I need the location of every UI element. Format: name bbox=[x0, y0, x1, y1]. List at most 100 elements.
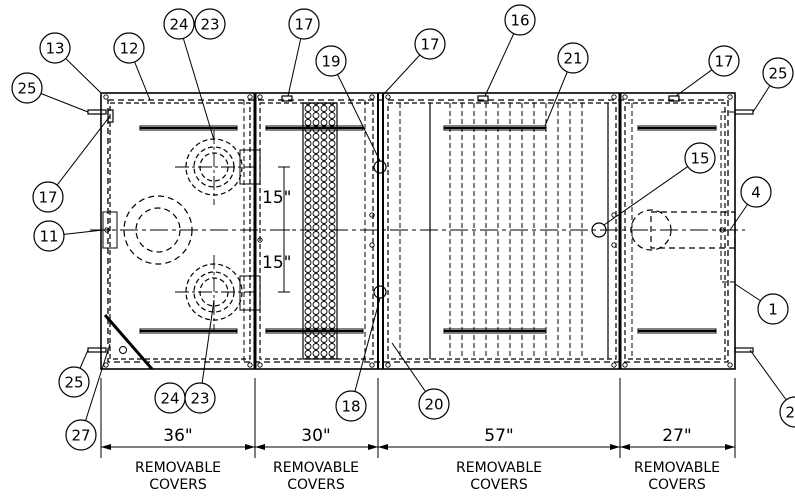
callout-bubble bbox=[32, 181, 64, 213]
callout-leader bbox=[201, 299, 215, 384]
section-3-components bbox=[387, 102, 617, 360]
callout-leader bbox=[354, 297, 381, 392]
callout-number: 21 bbox=[563, 50, 582, 68]
callout-number: 25 bbox=[64, 374, 83, 392]
callout-number: 4 bbox=[751, 184, 761, 202]
callout-bubble bbox=[779, 396, 795, 428]
section-1-components bbox=[102, 100, 261, 370]
dimension-arrows bbox=[101, 444, 735, 450]
dimension-lines bbox=[100, 378, 736, 458]
callout-bubble bbox=[33, 220, 65, 252]
callout-leader bbox=[182, 38, 215, 141]
callout-number: 17 bbox=[714, 53, 733, 71]
callout-number: 18 bbox=[341, 398, 360, 416]
callout-bubble bbox=[288, 8, 320, 40]
callout-number: 15 bbox=[690, 150, 709, 168]
vertical-dimension-lower: 15" bbox=[262, 253, 291, 273]
callout-leader bbox=[603, 166, 688, 226]
callout-bubble bbox=[504, 4, 536, 36]
section-4-components bbox=[624, 102, 736, 360]
callout-leader bbox=[40, 93, 89, 113]
callout-bubble bbox=[684, 142, 716, 174]
callout-leader bbox=[544, 71, 568, 127]
section-dimension-4: 27" bbox=[662, 426, 691, 446]
callout-number: 17 bbox=[38, 189, 57, 207]
callout-number: 16 bbox=[510, 12, 529, 30]
callout-leader bbox=[734, 283, 761, 302]
callout-leader bbox=[381, 54, 421, 97]
section-dimension-1: 36" bbox=[163, 426, 192, 446]
callout-bubble bbox=[335, 390, 367, 422]
mesh-filter bbox=[302, 102, 338, 360]
callout-number: 27 bbox=[71, 427, 90, 445]
vertical-dimension-upper: 15" bbox=[262, 188, 291, 208]
callout-number: 23 bbox=[190, 390, 209, 408]
callout-number: 24 bbox=[169, 16, 188, 34]
callout-leader bbox=[337, 74, 381, 162]
callout-leader bbox=[79, 349, 89, 369]
callout-bubble bbox=[39, 32, 71, 64]
callout-number: 12 bbox=[119, 40, 138, 58]
unit-outline bbox=[100, 92, 736, 370]
section-dividers bbox=[253, 93, 622, 369]
callout-leader bbox=[65, 58, 102, 94]
callout-bubble bbox=[757, 293, 789, 325]
callout-leader bbox=[56, 115, 111, 186]
ports bbox=[373, 160, 387, 299]
top-tabs bbox=[107, 95, 680, 123]
callout-number: 25 bbox=[17, 80, 36, 98]
callout-leader bbox=[752, 85, 771, 113]
callout-number: 23 bbox=[200, 16, 219, 34]
section-label-1-line1: REMOVABLE bbox=[135, 460, 221, 476]
callout-bubble bbox=[557, 42, 589, 74]
outer-casing bbox=[100, 92, 736, 370]
section-label-3-line1: REMOVABLE bbox=[456, 460, 542, 476]
fastener-holes bbox=[103, 94, 733, 368]
callout-bubble bbox=[184, 382, 216, 414]
callout-number: 25 bbox=[785, 404, 795, 422]
callout-leader bbox=[63, 229, 104, 235]
callout-number: 20 bbox=[424, 396, 443, 414]
callout-number: 25 bbox=[768, 65, 787, 83]
callout-leader bbox=[675, 69, 713, 97]
section-label-3-line2: COVERS bbox=[470, 477, 528, 493]
callout-number: 11 bbox=[39, 228, 58, 246]
port-18 bbox=[373, 285, 387, 299]
callout-leader bbox=[729, 204, 748, 231]
callout-bubble bbox=[194, 8, 226, 40]
callout-bubble bbox=[65, 419, 97, 451]
coil-fins bbox=[449, 103, 583, 359]
port-19 bbox=[373, 160, 387, 174]
callout-number: 1 bbox=[768, 301, 778, 319]
callout-bubble bbox=[740, 176, 772, 208]
callout-number: 17 bbox=[420, 36, 439, 54]
callout-bubble bbox=[315, 45, 347, 77]
section-label-4-line1: REMOVABLE bbox=[634, 460, 720, 476]
section-label-2-line2: COVERS bbox=[287, 477, 345, 493]
callout-number: 19 bbox=[321, 53, 340, 71]
callout-number: 24 bbox=[160, 390, 179, 408]
callout-bubble bbox=[58, 366, 90, 398]
callout-leader bbox=[287, 38, 302, 97]
section-label-1-line2: COVERS bbox=[149, 477, 207, 493]
section-dimension-2: 30" bbox=[301, 426, 330, 446]
callout-leader bbox=[85, 343, 111, 421]
callout-bubble bbox=[11, 72, 43, 104]
inner-casing bbox=[107, 99, 729, 363]
callout-bubbles: 13 12 24 23 17 19 17 16 21 17 25 25 17 11 15 4 1 25 24 23 18… bbox=[11, 4, 795, 451]
callout-leader bbox=[134, 61, 151, 101]
callout-leader bbox=[484, 33, 515, 97]
callout-leader bbox=[391, 342, 426, 392]
callout-bubble bbox=[418, 388, 450, 420]
callout-number: 17 bbox=[294, 16, 313, 34]
lifting-lugs bbox=[87, 109, 754, 353]
callout-bubble bbox=[163, 8, 195, 40]
section-label-4-line2: COVERS bbox=[648, 477, 706, 493]
callout-number: 13 bbox=[45, 40, 64, 58]
callout-bubble bbox=[113, 32, 145, 64]
section-dimension-3: 57" bbox=[484, 426, 513, 446]
callout-bubble bbox=[762, 57, 794, 89]
callout-leader bbox=[749, 349, 787, 401]
